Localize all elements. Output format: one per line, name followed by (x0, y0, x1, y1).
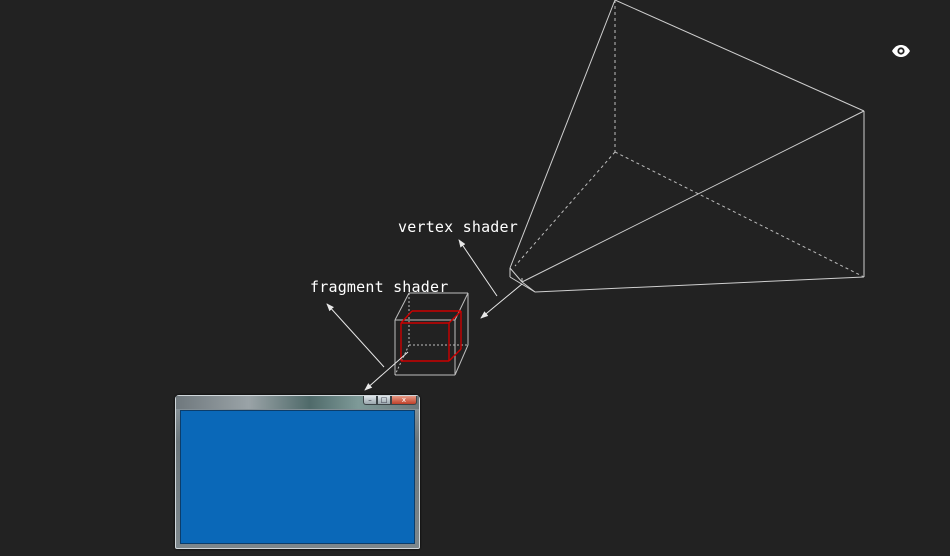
view-frustum (509, 0, 865, 293)
arrow-frustum-to-cube (480, 283, 523, 319)
render-surface (180, 410, 415, 544)
window-titlebar[interactable] (176, 396, 419, 409)
fragment-shader-label: fragment shader (310, 278, 449, 296)
maximize-button[interactable]: □ (377, 396, 391, 405)
arrow-cube-to-window (364, 351, 409, 391)
minimize-button[interactable]: – (363, 396, 377, 405)
clip-cube (394, 292, 469, 376)
vertex-shader-label: vertex shader (398, 218, 518, 236)
close-button[interactable]: x (391, 396, 417, 405)
output-window: – □ x (175, 395, 420, 549)
arrow-to-fragment-label (326, 303, 385, 368)
arrows (326, 239, 523, 391)
window-controls: – □ x (363, 396, 417, 406)
fragment-box (400, 310, 462, 362)
eye-icon[interactable] (890, 42, 912, 60)
arrow-to-vertex-label (458, 239, 498, 297)
